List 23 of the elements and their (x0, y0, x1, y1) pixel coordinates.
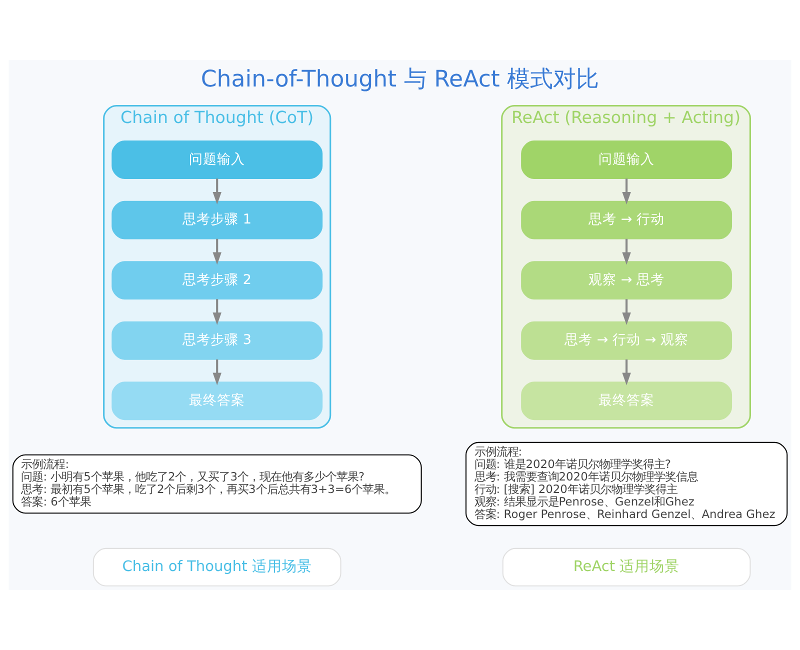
node-box: 思考 → 行动 (521, 200, 732, 240)
arrow (622, 238, 631, 265)
node-box: 思考步骤 2 (112, 261, 323, 300)
node-box: 示例流程: 问题: 谁是2020年诺贝尔物理学奖得主? 思考: 我需要查询2020年诺贝尔物理学奖信息 行动: [搜索] 2020年诺贝尔物理学奖得主 观察: 结果显示是Penrose、Genzel和Ghez 答案: Roger Penrose、Reinhard Genzel、Andrea Ghez (465, 442, 788, 526)
node-box: 问题输入 (521, 140, 732, 179)
arrow (212, 359, 222, 386)
arrow (212, 238, 222, 265)
arrow (622, 178, 631, 204)
arrow (622, 359, 631, 386)
node-box: 问题输入 (112, 140, 323, 179)
arrow (212, 178, 222, 204)
arrow (212, 299, 222, 326)
node-box: 最终答案 (112, 382, 323, 420)
node-box: 观察 → 思考 (521, 261, 732, 300)
arrow (622, 299, 631, 326)
node-box: 思考步骤 3 (112, 321, 323, 360)
node-box: 最终答案 (521, 382, 732, 420)
diagram-title: Chain-of-Thought 与 ReAct 模式对比 (200, 66, 600, 93)
node-box: 示例流程: 问题: 小明有5个苹果，他吃了2个，又买了3个，现在他有多少个苹果? 思考: 最初有5个苹果，吃了2个后剩3个，再买3个后总共有3+3=6个苹果。 答案: 6个苹果 (12, 454, 422, 514)
node-box: Chain of Thought 适用场景 (92, 548, 342, 586)
node-box: ReAct 适用场景 (502, 548, 751, 586)
node-box: 思考步骤 1 (112, 200, 323, 240)
node-box: 思考 → 行动 → 观察 (521, 321, 732, 360)
